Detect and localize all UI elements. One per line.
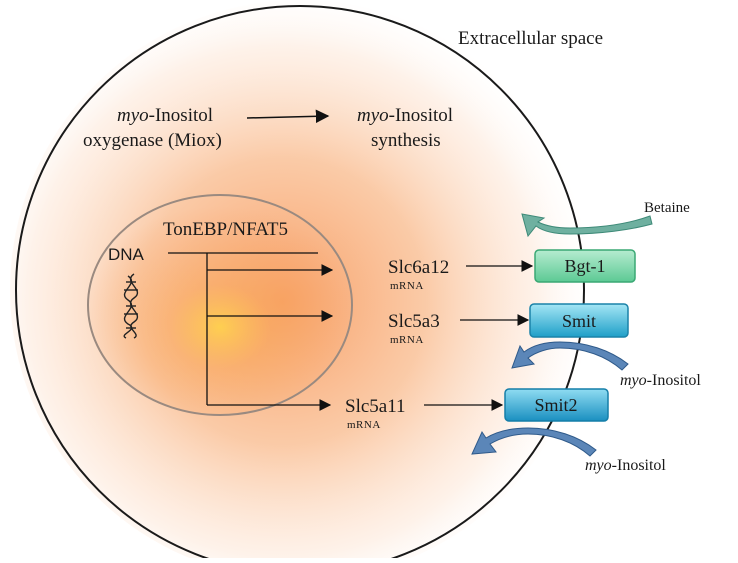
cell-membrane bbox=[15, 5, 585, 563]
miox-label-line1: myo-Inositol bbox=[117, 105, 213, 126]
betaine-label: Betaine bbox=[644, 200, 690, 216]
betaine-uptake-arrow bbox=[521, 213, 653, 238]
gene-label-slc5a3: Slc5a3 bbox=[388, 311, 440, 332]
transporter-bgt1: Bgt-1 bbox=[534, 249, 636, 283]
extracellular-label: Extracellular space bbox=[458, 28, 603, 49]
dna-helix-icon bbox=[123, 273, 139, 339]
myo-inositol-label-2: myo-Inositol bbox=[585, 457, 666, 474]
gene-sub-slc5a3: mRNA bbox=[390, 334, 424, 346]
svg-text:Bgt-1: Bgt-1 bbox=[564, 256, 605, 276]
transporter-smit: Smit bbox=[529, 303, 629, 338]
svg-text:Smit2: Smit2 bbox=[534, 395, 577, 415]
inositol-uptake-arrow-smit bbox=[511, 341, 629, 371]
gene-label-slc6a12: Slc6a12 bbox=[388, 257, 449, 278]
svg-text:Smit: Smit bbox=[562, 311, 596, 331]
tonebp-label: TonEBP/NFAT5 bbox=[163, 219, 288, 240]
nucleus bbox=[87, 194, 353, 416]
gene-sub-slc5a11: mRNA bbox=[347, 419, 381, 431]
gene-sub-slc6a12: mRNA bbox=[390, 280, 424, 292]
miox-label-line2: oxygenase (Miox) bbox=[83, 130, 222, 151]
myo-inositol-label-1: myo-Inositol bbox=[620, 372, 701, 389]
synthesis-label-line1: myo-Inositol bbox=[357, 105, 453, 126]
dna-label: DNA bbox=[108, 245, 145, 264]
inositol-uptake-arrow-smit2 bbox=[471, 427, 597, 457]
gene-label-slc5a11: Slc5a11 bbox=[345, 396, 406, 417]
miox-to-synthesis-arrow bbox=[246, 109, 330, 124]
transporter-smit2: Smit2 bbox=[504, 388, 609, 422]
synthesis-label-line2: synthesis bbox=[371, 130, 441, 151]
